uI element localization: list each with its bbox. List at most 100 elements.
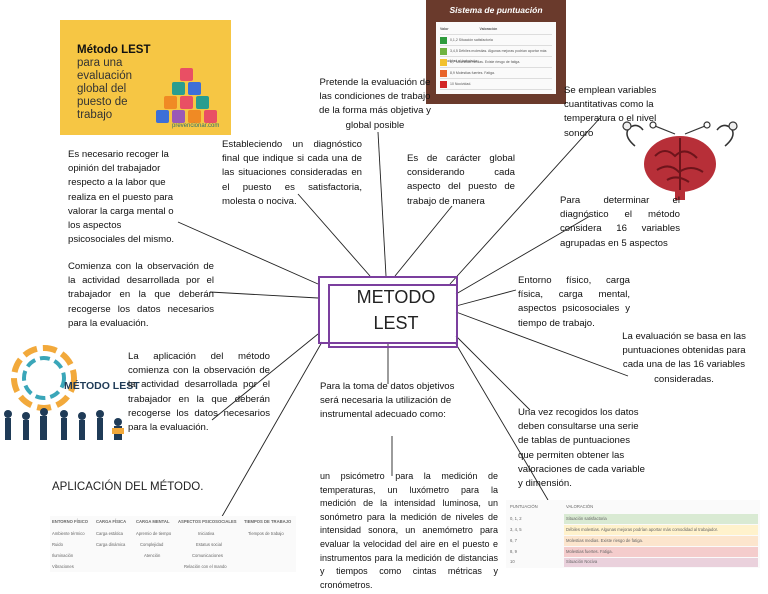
- connector-diag-final: [297, 193, 371, 277]
- application-cell-2-2: Atención: [144, 553, 161, 558]
- application-header-2: CARGA MENTAL: [136, 519, 170, 524]
- score-header-0: PUNTUACIÓN: [510, 504, 538, 509]
- scoring-row-2-value: 6,7: [450, 60, 455, 64]
- blocks-pyramid-icon: [156, 68, 217, 123]
- application-cell-0-1: Carga estática: [96, 531, 123, 536]
- score-row-0-fill: [564, 514, 758, 524]
- score-row-3-text: Molestias fuertes. Fatiga.: [566, 549, 613, 554]
- application-cell-2-3: Comunicaciones: [192, 553, 223, 558]
- score-row-1-score: 3, 4, 5: [510, 527, 522, 532]
- node-quantitative-variables: Se emplean variables cuantitativas como …: [564, 85, 657, 139]
- brain-icon: [622, 121, 738, 200]
- score-row-4-score: 10: [510, 559, 515, 564]
- scoring-row-1-text: Débiles molestias. Algunas mejoras podrí…: [440, 49, 547, 63]
- people-silhouette-icon: [4, 345, 124, 440]
- application-section-title: APLICACIÓN DEL MÉTODO.: [52, 481, 204, 493]
- node-instruments: un psicómetro para la medición de temper…: [320, 471, 498, 590]
- score-row-2-score: 6, 7: [510, 538, 517, 543]
- application-cell-1-0: Ruido: [52, 542, 63, 547]
- scoring-row-0-text: Situación satisfactoria: [458, 38, 493, 42]
- connector-tablas: [455, 335, 531, 411]
- connector-observacion: [209, 291, 319, 299]
- center-box-inner: [328, 284, 458, 348]
- lest-thumbnail-title: Método LEST: [77, 44, 151, 56]
- lest-thumbnail-subtitle-4: puesto de: [77, 96, 128, 108]
- application-cell-0-0: Ambiente térmico: [52, 531, 85, 536]
- scoring-thumbnail-title: Sistema de puntuación: [449, 5, 543, 15]
- lest-thumbnail-subtitle-2: evaluación: [77, 70, 132, 82]
- node-diagnosis-variables: Para determinar el diagnóstico el método…: [560, 195, 680, 249]
- scoring-swatch-2: [440, 58, 447, 66]
- lest-thumbnail: Método LEST para una evaluación global d…: [60, 20, 231, 135]
- node-objective: Pretende la evaluación de las condicione…: [319, 77, 431, 131]
- connector-diagnostico: [455, 215, 591, 295]
- people-thumbnail: MÉTODO LEST: [0, 344, 140, 448]
- scoring-row-4-text: Nocividad.: [454, 82, 472, 86]
- scoring-row-2-text: Molestias medias. Existe riesgo de fatig…: [455, 60, 521, 64]
- connector-global: [394, 205, 453, 277]
- connector-opinion: [177, 221, 319, 285]
- scoring-swatch-3: [440, 69, 447, 77]
- application-cell-0-4: Tiempos de trabajo: [248, 531, 284, 536]
- node-application: La aplicación del método comienza con la…: [128, 351, 270, 434]
- score-row-3-score: 8, 9: [510, 549, 517, 554]
- connector-variables: [449, 117, 601, 285]
- center-title: METODO LEST: [318, 284, 474, 336]
- scoring-row-3-text: Molestias fuertes. Fatiga.: [455, 71, 495, 75]
- application-cell-3-0: Vibraciones: [52, 564, 74, 569]
- lest-thumbnail-subtitle-3: global del: [77, 83, 127, 95]
- scoring-row-3: 8,9 Molestias fuertes. Fatiga.: [440, 68, 552, 79]
- application-header-1: CARGA FÍSICA: [96, 519, 127, 524]
- application-cell-1-2: Complejidad: [140, 542, 164, 547]
- lest-thumbnail-subtitle-5: trabajo: [77, 109, 113, 121]
- score-row-4-text: Situación Nociva: [566, 559, 598, 564]
- application-cell-3-3: Relación con el mando: [184, 564, 227, 569]
- application-cell-0-2: Apremio de tiempo: [136, 531, 172, 536]
- score-row-4-fill: [564, 558, 758, 567]
- connector-puntuacion-table: [455, 343, 549, 501]
- scoring-row-3-value: 8,9: [450, 71, 455, 75]
- application-cell-1-3: Estatus social: [196, 542, 222, 547]
- node-data-collection: Para la toma de datos objetivos será nec…: [320, 381, 455, 421]
- scoring-header-text: Valoración: [479, 27, 498, 31]
- score-header-1: VALORACIÓN: [566, 504, 594, 509]
- scoring-row-1-value: 3,4,5: [450, 49, 458, 53]
- scoring-header-value: Valor: [440, 27, 449, 31]
- node-worker-opinion: Es necesario recoger la opinión del trab…: [68, 149, 175, 246]
- score-row-2-text: Molestias medias. Existe riesgo de fatig…: [566, 538, 644, 543]
- scoring-row-4-value: 10: [450, 82, 454, 86]
- people-thumbnail-label: MÉTODO LEST: [64, 380, 140, 392]
- scoring-swatch-1: [440, 47, 447, 55]
- score-row-3-fill: [564, 547, 758, 557]
- score-row-1-fill: [564, 525, 758, 535]
- node-aspects: Entorno físico, carga física, carga ment…: [518, 275, 630, 329]
- score-row-0-text: Situación satisfactoria: [566, 516, 607, 521]
- center-title-line1: METODO: [356, 287, 436, 307]
- lest-thumbnail-text: Método LEST para una evaluación global d…: [77, 44, 167, 122]
- score-row-1-text: Débiles molestias. Algunas mejoras podrí…: [566, 527, 718, 532]
- score-row-0-score: 0, 1, 2: [510, 516, 522, 521]
- scoring-row-0: 0,1,2 Situación satisfactoria: [440, 35, 552, 46]
- application-cell-2-0: Iluminación: [52, 553, 74, 558]
- score-row-2-fill: [564, 536, 758, 546]
- application-table: ENTORNO FÍSICO CARGA FÍSICA CARGA MENTAL…: [50, 516, 296, 572]
- scoring-row-1: 3,4,5 Débiles molestias. Algunas mejoras…: [440, 46, 552, 63]
- application-cell-0-3: Iniciativa: [198, 531, 215, 536]
- score-table: PUNTUACIÓN VALORACIÓN 0, 1, 2 Situación …: [506, 500, 760, 568]
- node-score-tables: Una vez recogidos los datos deben consul…: [518, 407, 645, 490]
- scoring-thumbnail: Sistema de puntuación Valor Valoración 0…: [426, 0, 566, 104]
- node-evaluation-basis: La evaluación se basa en las puntuacione…: [622, 331, 746, 385]
- connector-aplicacion: [211, 333, 319, 421]
- scoring-swatch-4: [440, 80, 447, 88]
- application-header-3: ASPECTOS PSICOSOCIALES: [178, 519, 237, 524]
- scoring-thumbnail-table: Valor Valoración 0,1,2 Situación satisfa…: [436, 22, 556, 94]
- lest-thumbnail-brand: prevencionar.com: [172, 123, 220, 129]
- node-final-diagnosis: Estableciendo un diagnóstico final que i…: [222, 139, 362, 207]
- application-header-4: TIEMPOS DE TRABAJO: [244, 519, 292, 524]
- node-observation: Comienza con la observación de la activi…: [68, 261, 214, 329]
- scoring-thumbnail-header: Valor Valoración: [440, 24, 552, 35]
- connector-entorno: [455, 289, 517, 307]
- node-global-character: Es de carácter global considerando cada …: [407, 153, 515, 207]
- center-title-line2: LEST: [373, 313, 419, 333]
- lest-thumbnail-subtitle-1: para una: [77, 57, 123, 69]
